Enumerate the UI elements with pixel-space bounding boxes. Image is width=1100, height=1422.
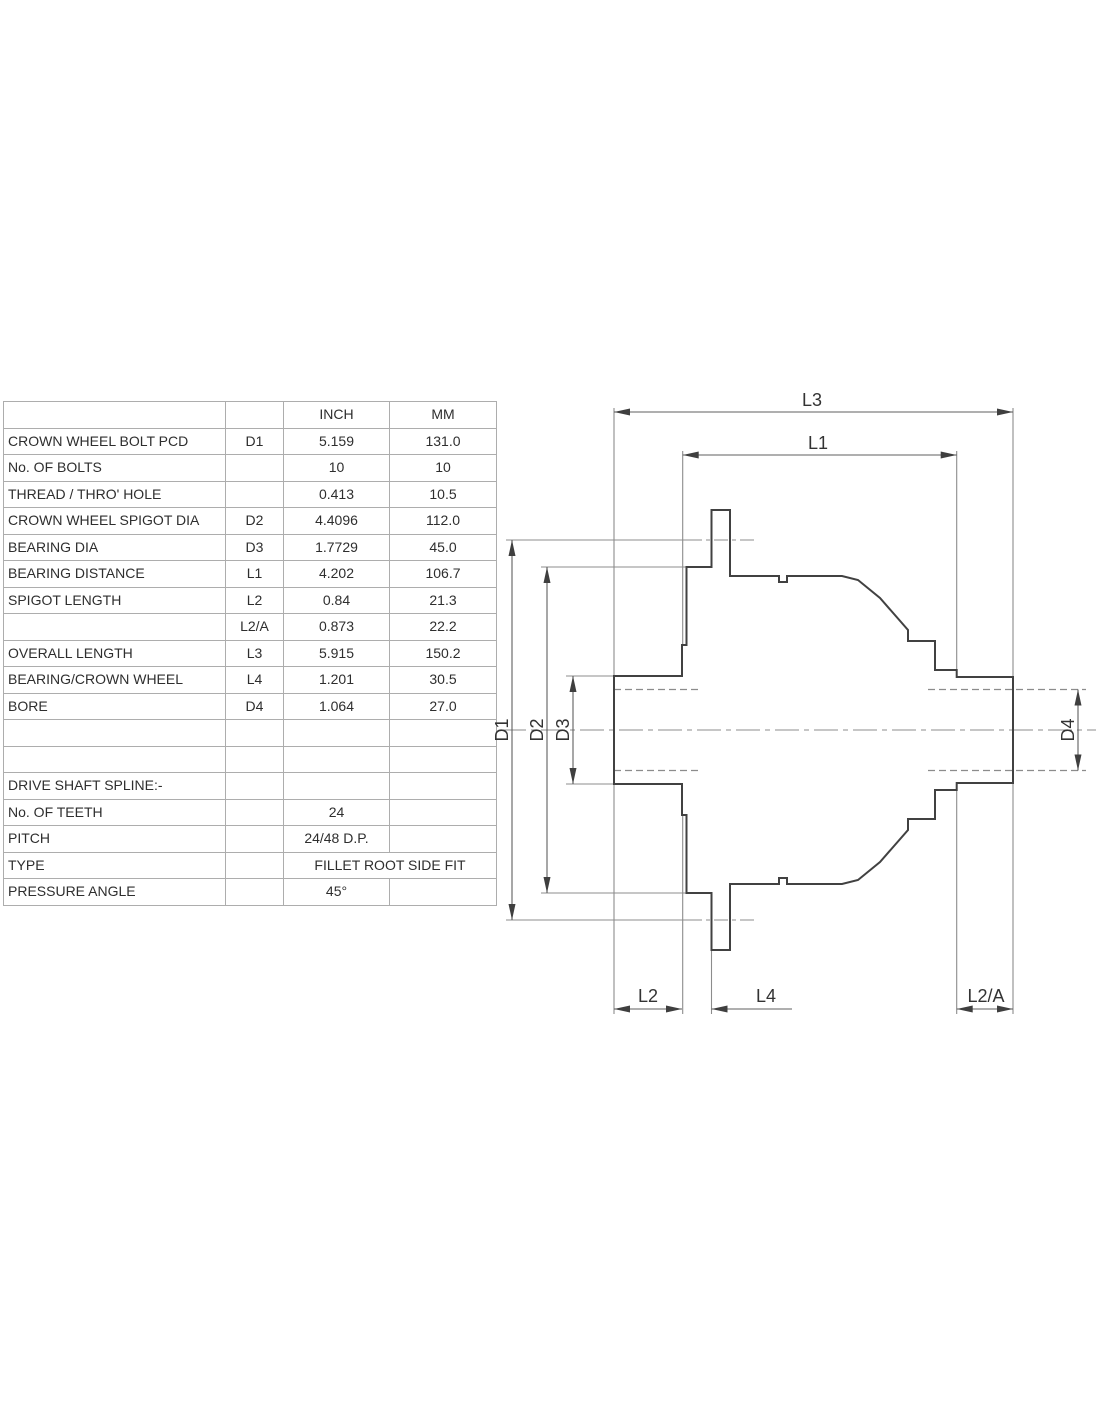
row-symbol: L4 xyxy=(225,666,284,694)
extension-lines xyxy=(506,408,1014,1014)
dimension-l1: L1 xyxy=(682,433,957,459)
dimension-l4: L4 xyxy=(711,986,792,1013)
row-symbol: D4 xyxy=(225,692,284,720)
dimension-label-l1: L1 xyxy=(808,433,828,453)
dimension-label-d3: D3 xyxy=(553,718,573,741)
row-symbol xyxy=(225,851,284,879)
arrowheads xyxy=(614,1005,682,1013)
row-label: No. OF TEETH xyxy=(3,798,226,826)
row-value-mm: 150.2 xyxy=(389,639,497,667)
arrowheads xyxy=(711,1005,728,1013)
dimension-l2a: L2/A xyxy=(956,986,1013,1013)
row-label: BORE xyxy=(3,692,226,720)
row-value-mm: 45.0 xyxy=(389,533,497,561)
row-value-inch: 10 xyxy=(283,454,390,482)
row-value-inch xyxy=(283,745,390,773)
row-value-inch: 45° xyxy=(283,878,390,906)
dimension-label-d4: D4 xyxy=(1058,718,1078,741)
dimension-l3: L3 xyxy=(614,390,1013,416)
row-value-inch: 4.4096 xyxy=(283,507,390,535)
row-value-inch: 24 xyxy=(283,798,390,826)
hidden-bore-lines xyxy=(614,688,1086,772)
row-label: THREAD / THRO' HOLE xyxy=(3,480,226,508)
row-value-span: FILLET ROOT SIDE FIT xyxy=(283,851,497,879)
row-label: No. OF BOLTS xyxy=(3,454,226,482)
row-label: CROWN WHEEL SPIGOT DIA xyxy=(3,507,226,535)
row-value-mm xyxy=(389,825,497,853)
row-symbol xyxy=(225,798,284,826)
table-row: TYPE FILLET ROOT SIDE FIT xyxy=(3,851,497,879)
table-row: DRIVE SHAFT SPLINE:- xyxy=(3,772,497,800)
dimension-label-l3: L3 xyxy=(802,390,822,410)
row-symbol: L1 xyxy=(225,560,284,588)
dimension-label-d2: D2 xyxy=(527,718,547,741)
dimension-d4: D4 xyxy=(1058,689,1082,771)
dimension-label-d1: D1 xyxy=(492,718,512,741)
dimension-d1: D1 xyxy=(492,540,516,920)
row-symbol xyxy=(225,480,284,508)
row-value-mm xyxy=(389,798,497,826)
row-label: PRESSURE ANGLE xyxy=(3,878,226,906)
row-value-mm xyxy=(389,878,497,906)
row-value-inch: 0.413 xyxy=(283,480,390,508)
part-outline xyxy=(613,509,1014,951)
dimension-label-l2a: L2/A xyxy=(967,986,1004,1006)
row-value-inch: 0.873 xyxy=(283,613,390,641)
table-row: No. OF TEETH 24 xyxy=(3,798,497,826)
row-symbol xyxy=(225,772,284,800)
dimension-d2: D2 xyxy=(527,567,551,893)
row-value-inch: 1.7729 xyxy=(283,533,390,561)
center-lines xyxy=(502,539,1096,921)
row-value-mm: 106.7 xyxy=(389,560,497,588)
row-label: TYPE xyxy=(3,851,226,879)
row-symbol: D1 xyxy=(225,427,284,455)
dimension-label-l2: L2 xyxy=(638,986,658,1006)
arrowheads xyxy=(956,1005,1013,1013)
row-value-mm: 27.0 xyxy=(389,692,497,720)
table-row xyxy=(3,719,497,747)
row-value-mm xyxy=(389,719,497,747)
table-row xyxy=(3,745,497,773)
dimension-d3: D3 xyxy=(553,676,577,784)
row-symbol xyxy=(225,454,284,482)
table-row: PRESSURE ANGLE 45° xyxy=(3,878,497,906)
row-label: OVERALL LENGTH xyxy=(3,639,226,667)
dimension-l2: L2 xyxy=(614,986,682,1013)
row-label: BEARING DIA xyxy=(3,533,226,561)
row-label: DRIVE SHAFT SPLINE:- xyxy=(3,772,226,800)
dimension-label-l4: L4 xyxy=(756,986,776,1006)
header-inch: INCH xyxy=(283,401,390,429)
header-mm: MM xyxy=(389,401,497,429)
row-symbol xyxy=(225,878,284,906)
row-value-inch: 4.202 xyxy=(283,560,390,588)
